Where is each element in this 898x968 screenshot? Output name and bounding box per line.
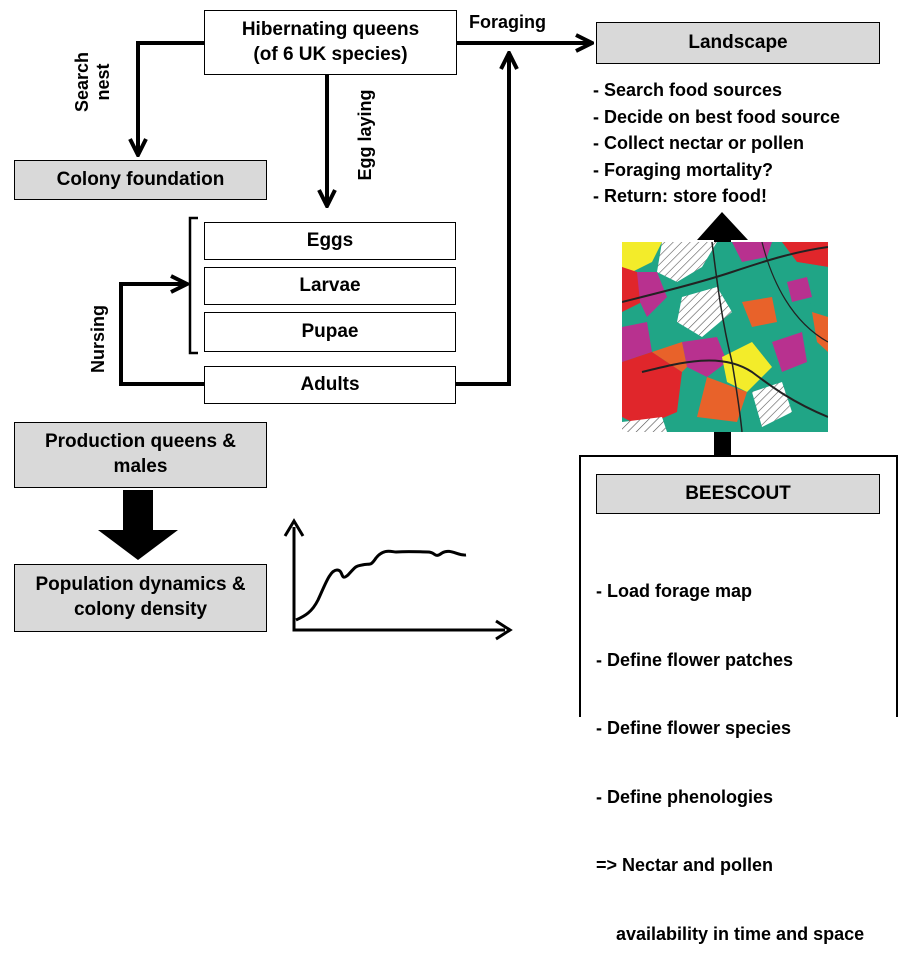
foraging-label: Foraging [469,12,546,32]
beescout-list-item: - Define flower patches [596,649,794,670]
forage-map-image [622,242,828,432]
beescout-title-box: BEESCOUT [596,474,880,514]
larvae-box: Larvae [204,267,456,305]
landscape-list-item: - Foraging mortality? [593,159,773,180]
landscape-list: - Search food sources - Decide on best f… [593,77,840,210]
hibernating-queens-box: Hibernating queens (of 6 UK species) [204,10,457,75]
y-axis-arrowhead [283,518,305,537]
curve-axes [292,527,505,632]
colony-foundation-box: Colony foundation [14,160,267,200]
landscape-list-item: - Collect nectar or pollen [593,133,805,153]
beescout-list-item: - Define flower species [596,718,792,738]
adults-foraging-arrow [456,55,509,386]
production-population-arrow [98,490,178,560]
eggs-box: Eggs [204,222,456,260]
production-queens-box: Production queens & males [14,422,267,488]
nursing-arrow [119,284,204,386]
population-dynamics-box: Population dynamics & colony density [14,564,267,632]
beescout-list-item: - Define phenologies [596,786,774,807]
pupae-box: Pupae [204,312,456,352]
landscape-list-item: - Return: store food! [593,186,767,206]
population-curve [295,549,467,622]
nursing-label: Nursing [88,305,108,374]
landscape-list-item: - Search food sources [593,80,783,100]
landscape-box: Landscape [596,22,880,64]
beescout-list-item: - Load forage map [596,581,753,601]
egg-laying-label: Egg laying [355,89,375,181]
brood-bracket [184,216,198,355]
beescout-list-item: => Nectar and pollen [596,855,774,875]
landscape-list-item: - Decide on best food source [593,106,841,127]
search-nest-label: Search nest [72,51,113,112]
x-axis-arrowhead [495,619,513,641]
adults-box: Adults [204,366,456,404]
beescout-list: - Load forage map - Define flower patche… [596,536,864,968]
search-nest-arrow [138,41,204,153]
beescout-list-item: availability in time and space [596,923,865,944]
